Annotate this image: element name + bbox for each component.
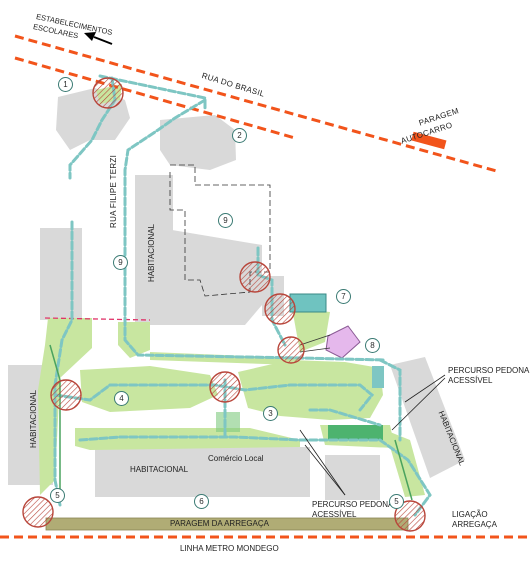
water-patch xyxy=(372,366,384,388)
conflict-circle-6 xyxy=(209,371,241,403)
conflict-circle-5 xyxy=(50,379,82,411)
path-filipe-terzi xyxy=(123,98,387,362)
linha-metro-label: LINHA METRO MONDEGO xyxy=(180,544,279,553)
conflict-circle-3 xyxy=(264,293,296,325)
zone-marker-2: 2 xyxy=(232,128,247,143)
dark-green-patch xyxy=(328,425,383,440)
percurso-pedonal-text-south: PERCURSO PEDONAL ACESSÍVEL xyxy=(312,500,398,519)
street-axis-lower xyxy=(14,56,296,140)
plot-boundary-9 xyxy=(169,164,271,297)
zone-marker-3: 3 xyxy=(263,406,278,421)
comercio-local-label: Comércio Local xyxy=(208,454,264,463)
arrow-left-icon xyxy=(84,32,113,45)
path-west xyxy=(53,220,74,507)
zone-marker-5-east: 5 xyxy=(389,494,404,509)
percurso-pedonal-label-south: PERCURSO PEDONAL ACESSÍVEL xyxy=(312,500,402,520)
pedestrian-paths xyxy=(53,74,432,517)
green-strip-west xyxy=(38,318,92,495)
paragem-arregaca-label: PARAGEM DA ARREGAÇA xyxy=(170,519,269,528)
zone-marker-8: 8 xyxy=(365,338,380,353)
habitacional-label-south: HABITACIONAL xyxy=(130,465,189,474)
green-patch-north xyxy=(118,322,150,358)
conflict-circle-4 xyxy=(277,336,305,364)
green-patch-east xyxy=(292,308,330,352)
conflict-circle-7 xyxy=(22,496,54,528)
conflict-circle-8 xyxy=(394,500,426,532)
ramp-patch xyxy=(216,412,240,432)
percurso-pedonal-text-east: PERCURSO PEDONAL ACESSÍVEL xyxy=(448,366,530,385)
zone-marker-1: 1 xyxy=(58,77,73,92)
zone-marker-9-street: 9 xyxy=(113,255,128,270)
building-south-east xyxy=(325,455,380,500)
building-habitacional-south xyxy=(95,447,310,497)
habitacional-label-west: HABITACIONAL xyxy=(29,389,38,448)
building-north xyxy=(160,115,236,170)
zone-marker-9-plot: 9 xyxy=(218,213,233,228)
conflict-circle-1 xyxy=(92,77,124,109)
path-south xyxy=(78,435,432,517)
zone-marker-7: 7 xyxy=(336,289,351,304)
zone-marker-6: 6 xyxy=(194,494,209,509)
zone-marker-5-west: 5 xyxy=(50,488,65,503)
ligacao-arregaca-label: LIGAÇÃO ARREGAÇA xyxy=(452,510,522,530)
street-axes xyxy=(0,34,530,539)
ligacao-arregaca-text: LIGAÇÃO ARREGAÇA xyxy=(452,510,497,529)
conflict-points xyxy=(22,77,426,532)
conflict-circle-2 xyxy=(239,261,271,293)
zone-marker-4: 4 xyxy=(114,391,129,406)
bus-stop-marker xyxy=(411,131,447,150)
green-edges xyxy=(49,344,413,501)
green-strip-south xyxy=(75,428,300,450)
green-area-3 xyxy=(238,360,383,420)
green-strip-east xyxy=(385,430,425,497)
lilac-building-8 xyxy=(325,325,361,359)
building-west-tower xyxy=(40,228,82,320)
path-east-vertical xyxy=(378,358,402,442)
rua-filipe-terzi-label: RUA FILIPE TERZI xyxy=(109,154,118,228)
building-block-center xyxy=(172,230,262,325)
path-rua-brasil xyxy=(98,74,207,112)
building-habitacional-central xyxy=(135,175,173,325)
leader-lines xyxy=(299,374,446,496)
path-east xyxy=(308,408,382,427)
path-middle xyxy=(53,383,375,412)
lift-connector xyxy=(299,334,331,353)
habitacional-label-central: HABITACIONAL xyxy=(147,223,156,282)
limit-line xyxy=(44,317,151,321)
percurso-pedonal-label-east: PERCURSO PEDONAL ACESSÍVEL xyxy=(448,366,530,386)
building-habitacional-east xyxy=(390,357,465,478)
green-area-4 xyxy=(80,366,218,412)
